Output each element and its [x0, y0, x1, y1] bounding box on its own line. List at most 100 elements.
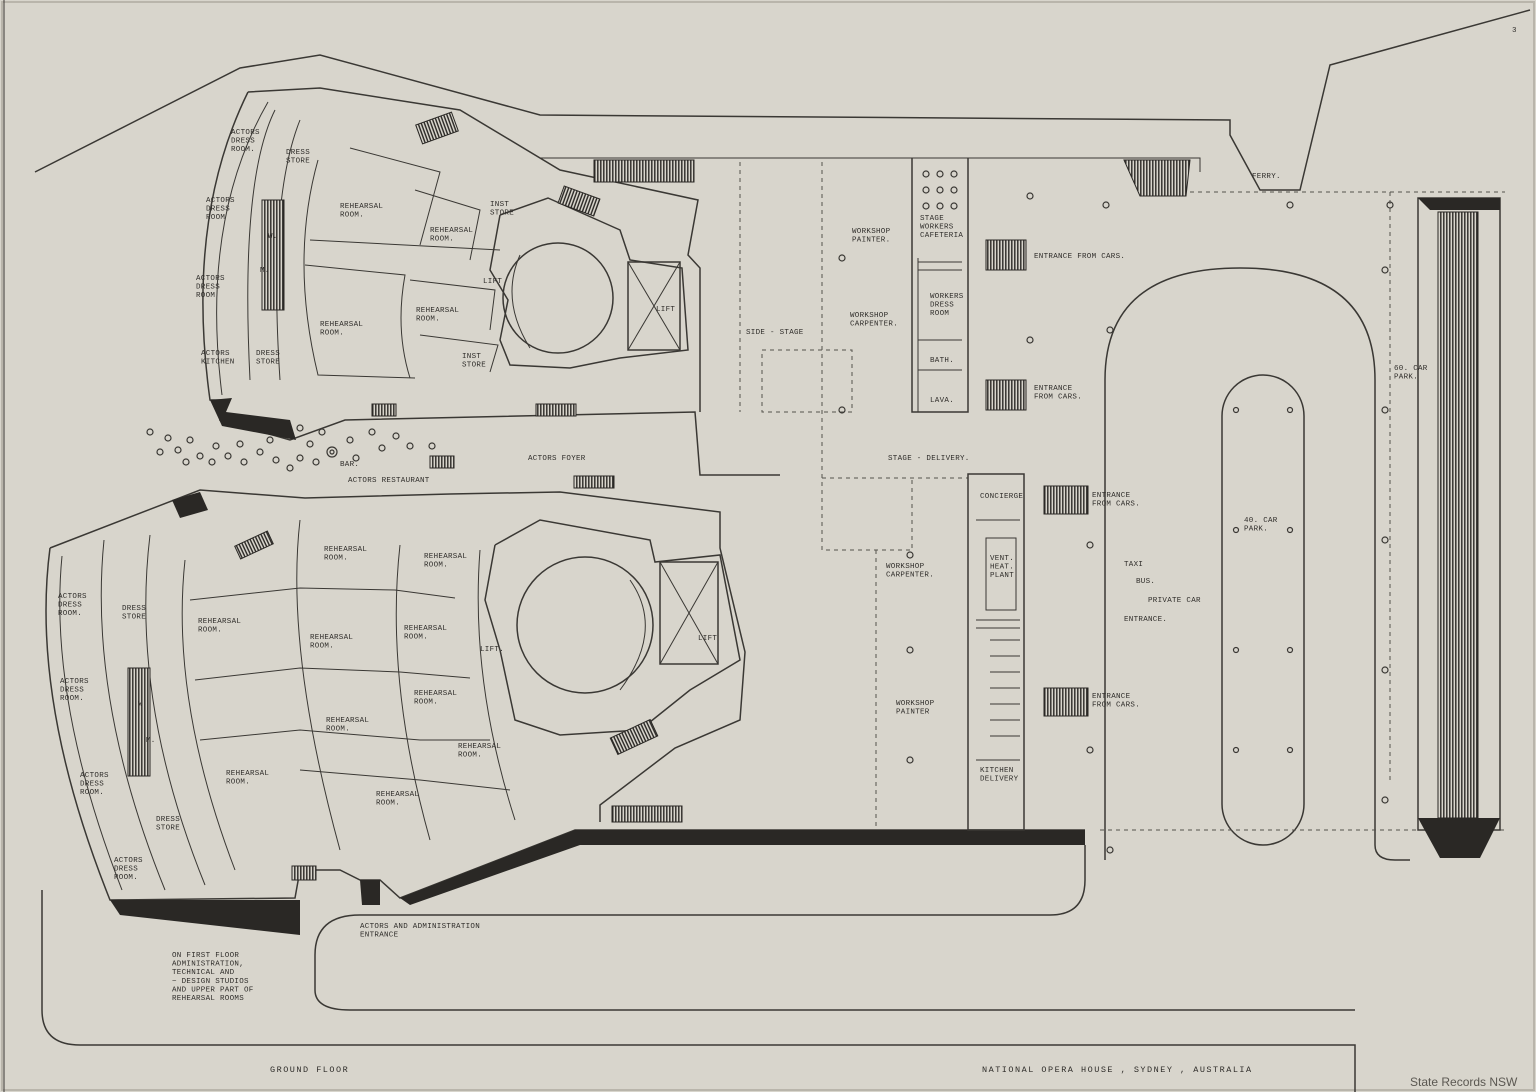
lower-stage-wall	[484, 519, 741, 736]
workshop-partition-top	[911, 158, 969, 413]
road-inner	[314, 845, 1355, 1011]
quay-solid-bottom	[1418, 818, 1500, 858]
label-vent-heat-plant: VENT.HEAT.PLANT	[990, 555, 1014, 580]
lower-rehearsal-arc-4	[477, 549, 516, 821]
entrance-ramp-2	[985, 379, 1027, 411]
label-bus: BUS.	[1136, 578, 1155, 586]
lower-solid-wall-d	[360, 880, 380, 905]
workshop-partition-bottom	[967, 473, 1025, 831]
upper-rehearsal-arc-5	[414, 189, 481, 261]
entrance-ramp-3	[1043, 485, 1089, 515]
label-m-upper: M.	[260, 267, 270, 275]
label-bath: BATH.	[930, 357, 954, 365]
upper-solid-wall	[210, 398, 296, 440]
lower-block-inner-wall-1	[59, 555, 123, 891]
lower-lift-cross	[659, 561, 719, 665]
side-stage-dashed	[739, 162, 913, 551]
lower-solid-wall-b	[110, 900, 300, 935]
entrance-ramp-1	[985, 239, 1027, 271]
upper-block-inner-wall	[216, 101, 269, 396]
upper-stair-a	[415, 111, 459, 145]
workshop-bays	[990, 639, 1020, 737]
workshop-partition-top-inner	[917, 258, 962, 412]
upper-stage-arc	[511, 254, 531, 349]
lower-rehearsal-row-2	[194, 667, 471, 681]
lower-rehearsal-arc-1	[181, 559, 236, 871]
upper-stair-b	[557, 185, 601, 217]
lower-solid-wall-a	[172, 492, 208, 518]
label-w-upper: W.	[268, 233, 278, 241]
lower-rehearsal-row-3	[199, 729, 490, 741]
lower-stair-b	[609, 718, 659, 756]
upper-stage-wall	[489, 197, 689, 369]
upper-rehearsal-arc-1	[303, 159, 416, 379]
archive-credit: State Records NSW	[1410, 1075, 1518, 1089]
cafeteria-columns	[922, 170, 958, 210]
upper-stage-drum	[502, 242, 614, 354]
upper-stair-f	[573, 475, 615, 489]
label-w-lower: W.	[138, 701, 148, 709]
label-lift-u1: LIFT	[483, 278, 502, 286]
upper-rehearsal-arc-4	[304, 264, 411, 379]
label-lift-u2: LIFT	[656, 306, 675, 314]
label-m-lower: M.	[146, 737, 156, 745]
lower-rehearsal-row-1	[189, 587, 456, 601]
label-private-car: PRIVATE CAR	[1148, 597, 1201, 605]
label-entrance: ENTRANCE.	[1124, 616, 1167, 624]
upper-lift-box	[627, 261, 681, 351]
upper-rehearsal-arc-3	[309, 239, 501, 251]
quay-solid-top	[1418, 198, 1500, 210]
workshop-partition-bottom-inner	[976, 519, 1020, 761]
upper-stair-c	[261, 199, 285, 311]
inner-car-loop	[1221, 374, 1305, 846]
upper-lift-cross	[627, 261, 681, 351]
upper-stair-g	[429, 455, 455, 469]
lower-stair-c	[127, 667, 151, 777]
upper-rehearsal-arc-6	[409, 279, 496, 331]
outer-car-loop	[1104, 267, 1410, 861]
label-side-stage: SIDE - STAGE	[746, 329, 804, 337]
lower-lift-box	[659, 561, 719, 665]
page-number: 3	[1512, 27, 1517, 35]
quay-structure-hatch	[1437, 211, 1479, 819]
label-actors-foyer: ACTORS FOYER	[528, 455, 586, 463]
